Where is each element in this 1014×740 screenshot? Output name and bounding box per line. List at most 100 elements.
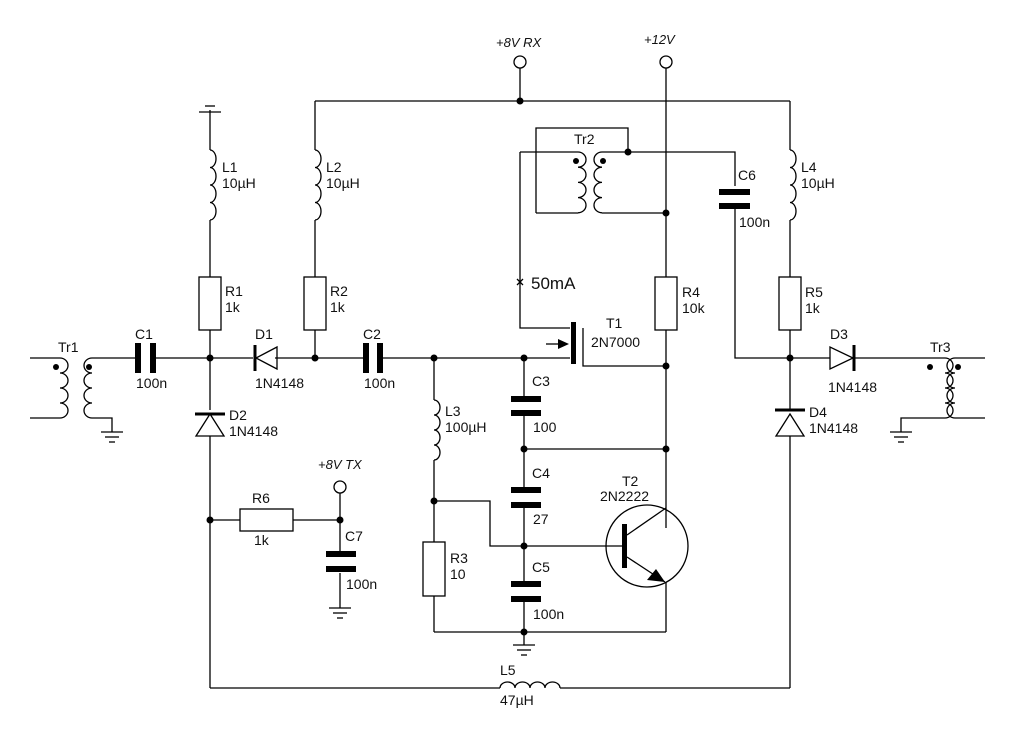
value-label: 1k xyxy=(805,300,821,316)
value-label: 1N4148 xyxy=(229,423,278,439)
ref-label: C6 xyxy=(738,167,756,183)
wire-tr3-gnd xyxy=(900,417,945,432)
wire-tr1-gnd xyxy=(92,417,113,432)
ref-label: D4 xyxy=(809,404,827,420)
capacitor-c1: C1 100n xyxy=(135,326,167,391)
value-label: 100n xyxy=(136,375,167,391)
junction-dot xyxy=(206,354,214,362)
ground-symbols xyxy=(101,105,912,656)
inductor-l3: L3 100µH xyxy=(433,399,487,461)
ref-label: R3 xyxy=(450,550,468,566)
junction-dot xyxy=(520,628,528,636)
value-label: 1k xyxy=(254,532,270,548)
junction-dot xyxy=(520,542,528,550)
inductor-l4: L4 10µH xyxy=(789,149,835,221)
wire-tr2-sec-top xyxy=(602,151,736,186)
ref-label: Tr3 xyxy=(930,339,951,355)
value-label: 10µH xyxy=(326,175,360,191)
wires xyxy=(30,68,985,689)
value-label: 10µH xyxy=(222,175,256,191)
ref-label: D1 xyxy=(255,326,273,342)
current-annotation: 50mA xyxy=(516,274,576,293)
value-label: 27 xyxy=(533,511,549,527)
value-label: 100 xyxy=(533,419,557,435)
ref-label: L1 xyxy=(222,159,238,175)
ref-label: C5 xyxy=(532,559,550,575)
ref-label: R1 xyxy=(225,283,243,299)
resistor-r5: R5 1k xyxy=(778,276,823,331)
wire-c6-d3 xyxy=(734,203,830,359)
capacitor-c2: C2 100n xyxy=(363,326,395,391)
ref-label: D2 xyxy=(229,407,247,423)
junction-dot xyxy=(520,354,528,362)
transformer-tr1: Tr1 xyxy=(53,339,93,419)
value-label: 100n xyxy=(739,214,770,230)
coil-icon xyxy=(789,149,797,221)
junction-dot xyxy=(520,445,528,453)
capacitor-c7: C7 100n xyxy=(326,528,377,592)
value-label: 100n xyxy=(346,576,377,592)
wire-t1-source xyxy=(582,328,666,367)
value-label: 100n xyxy=(364,375,395,391)
resistor-r1: R1 1k xyxy=(198,276,243,331)
ref-label: T2 xyxy=(622,473,639,489)
transformer-tr3: Tr3 xyxy=(927,339,961,419)
junction-dot xyxy=(624,148,632,156)
ref-label: Tr1 xyxy=(58,339,79,355)
ref-label: Tr2 xyxy=(574,131,595,147)
value-label: 2N2222 xyxy=(600,488,649,504)
ref-label: C2 xyxy=(363,326,381,342)
transformer-tr2: Tr2 xyxy=(573,131,606,214)
current-label: 50mA xyxy=(531,274,576,293)
terminal-icon xyxy=(333,480,347,494)
terminal-icon xyxy=(513,55,527,69)
coil-icon xyxy=(593,151,603,214)
junction-dot xyxy=(336,516,344,524)
mosfet-t1: T1 2N7000 xyxy=(546,315,640,364)
value-label: 10µH xyxy=(801,175,835,191)
value-label: 100µH xyxy=(445,419,487,435)
value-label: 47µH xyxy=(500,692,534,708)
value-label: 100n xyxy=(533,606,564,622)
coil-icon xyxy=(944,357,954,419)
value-label: 1N4148 xyxy=(828,379,877,395)
cross-icon xyxy=(516,278,524,286)
ground-icon xyxy=(513,644,535,656)
diode-d1: D1 1N4148 xyxy=(253,326,304,391)
ref-label: L4 xyxy=(801,159,817,175)
wire-tr2-drain xyxy=(519,152,570,329)
junction-dot xyxy=(662,445,670,453)
capacitor-c4: C4 27 xyxy=(511,465,550,527)
supply-8v-tx: +8V TX xyxy=(318,457,363,494)
junctions xyxy=(206,97,794,636)
ref-label: R5 xyxy=(805,284,823,300)
junction-dot xyxy=(430,354,438,362)
supply-8v-rx: +8V RX xyxy=(496,35,542,69)
junction-dot xyxy=(430,497,438,505)
junction-dot xyxy=(786,354,794,362)
junction-dot xyxy=(206,516,214,524)
diode-d3: D3 1N4148 xyxy=(828,326,877,395)
value-label: 1k xyxy=(330,299,346,315)
inductor-l1: L1 10µH xyxy=(209,149,256,221)
ref-label: L2 xyxy=(326,159,342,175)
coil-icon xyxy=(499,681,561,689)
inductor-l2: L2 10µH xyxy=(314,149,360,221)
resistor-r2: R2 1k xyxy=(303,276,348,331)
supply-12v: +12V xyxy=(644,32,676,69)
ref-label: R2 xyxy=(330,283,348,299)
supply-label: +8V RX xyxy=(496,35,542,50)
coil-icon xyxy=(209,149,217,221)
ref-label: L3 xyxy=(445,403,461,419)
ground-icon xyxy=(199,105,221,113)
value-label: 10 xyxy=(450,566,466,582)
coil-icon xyxy=(314,149,322,221)
terminal-icon xyxy=(659,55,673,69)
supply-label: +12V xyxy=(644,32,676,47)
resistor-r4: R4 10k xyxy=(654,276,706,331)
junction-dot xyxy=(311,354,319,362)
coil-icon xyxy=(59,357,69,419)
junction-dot xyxy=(516,97,524,105)
supply-label: +8V TX xyxy=(318,457,363,472)
wire-tr2-loop xyxy=(535,127,629,213)
